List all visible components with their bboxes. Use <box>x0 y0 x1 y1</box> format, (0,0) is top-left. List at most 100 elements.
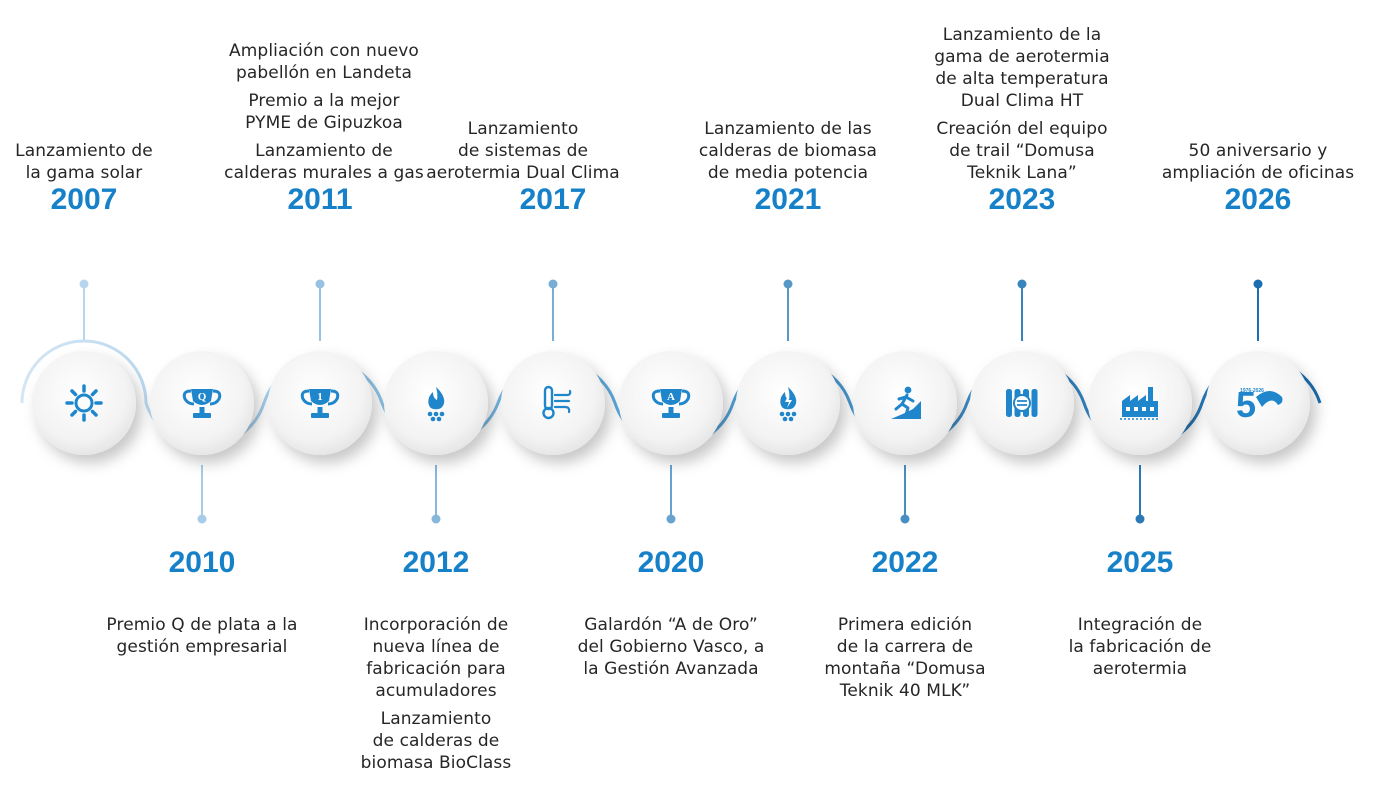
description-line: 50 aniversario y <box>1188 141 1328 161</box>
year-label: 2020 <box>637 546 705 579</box>
description-line: la Gestión Avanzada <box>583 659 759 679</box>
description-line: ampliación de oficinas <box>1161 163 1355 183</box>
description-line: aerotermia Dual Clima <box>426 163 620 183</box>
milestone-description: Galardón “A de Oro”del Gobierno Vasco, a… <box>566 614 776 680</box>
connector-dot <box>315 279 325 289</box>
description-line: Ampliación con nuevo <box>229 41 419 61</box>
year-label: 2011 <box>287 183 353 216</box>
svg-text:1: 1 <box>317 391 323 403</box>
connector-dot <box>900 514 910 524</box>
milestone-node: Q <box>150 351 254 455</box>
description-line: montaña “Domusa <box>824 659 986 679</box>
year-label: 2025 <box>1106 546 1174 579</box>
description-line: Premio a la mejor <box>248 91 400 111</box>
description-line: de media potencia <box>707 163 869 183</box>
milestone-node <box>384 351 488 455</box>
trophy-1-icon: 1 <box>300 389 340 418</box>
connector-dot <box>431 514 441 524</box>
description-line: Primera edición <box>837 615 973 635</box>
biomass-flame-icon <box>779 387 797 422</box>
year-label: 2026 <box>1224 183 1292 216</box>
factory-icon <box>1120 387 1160 420</box>
description-line: Lanzamiento <box>467 119 579 139</box>
description-line: Lanzamiento de la <box>942 25 1102 45</box>
milestone-node: A <box>619 351 723 455</box>
description-line: de trail “Domusa <box>949 141 1095 161</box>
year-label: 2007 <box>50 183 118 216</box>
description-line: Teknik 40 MLK” <box>839 681 971 701</box>
description-line: aerotermia <box>1092 659 1188 679</box>
year-label: 2012 <box>402 546 470 579</box>
description-line: PYME de Gipuzkoa <box>245 113 403 133</box>
description-line: calderas murales a gas <box>224 163 424 183</box>
svg-text:A: A <box>667 391 675 403</box>
anniversary-badge-text: 1976-2026 <box>1240 388 1264 394</box>
description-line: gestión empresarial <box>116 637 288 657</box>
year-label: 2021 <box>754 183 822 216</box>
description-line: de sistemas de <box>457 141 589 161</box>
svg-text:5: 5 <box>1236 384 1256 425</box>
year-label: 2022 <box>871 546 939 579</box>
milestone-node <box>1088 351 1192 455</box>
description-line: fabricación para <box>366 659 506 679</box>
description-line: Creación del equipo <box>936 119 1108 139</box>
description-line: Incorporación de <box>363 615 509 635</box>
description-line: Galardón “A de Oro” <box>584 615 758 635</box>
milestone-node <box>853 351 957 455</box>
connector-dot <box>548 279 558 289</box>
description-line: acumuladores <box>375 681 497 701</box>
year-label: 2023 <box>988 183 1056 216</box>
description-line: gama de aerotermia <box>934 47 1110 67</box>
year-label: 2010 <box>168 546 236 579</box>
description-line: Integración de <box>1077 615 1203 635</box>
trophy-q-icon: Q <box>182 389 222 418</box>
description-line: Dual Clima HT <box>960 91 1084 111</box>
milestone-node <box>32 351 136 455</box>
milestone-node <box>736 351 840 455</box>
connector-dot <box>666 514 676 524</box>
connector-dot <box>783 279 793 289</box>
description-line: Premio Q de plata a la <box>106 615 298 635</box>
description-line: pabellón en Landeta <box>235 63 413 83</box>
connector-dot <box>1253 279 1263 289</box>
year-label: 2017 <box>519 183 587 216</box>
connector-dot <box>1135 514 1145 524</box>
milestone-node <box>970 351 1074 455</box>
radiator-icon <box>1006 389 1038 417</box>
milestone-node <box>501 351 605 455</box>
connector-dot <box>197 514 207 524</box>
description-line: de alta temperatura <box>935 69 1109 89</box>
node-circle <box>32 351 136 455</box>
description-line: nueva línea de <box>372 637 500 657</box>
connector-dot <box>1017 279 1027 289</box>
svg-text:Q: Q <box>198 391 207 403</box>
description-line: del Gobierno Vasco, a <box>577 637 765 657</box>
description-line: calderas de biomasa <box>698 141 878 161</box>
milestone-node: 1 <box>268 351 372 455</box>
description-line: Lanzamiento de las <box>704 119 872 139</box>
description-line: la gama solar <box>25 163 143 183</box>
description-line: biomasa BioClass <box>360 753 512 773</box>
runner-icon <box>891 386 921 419</box>
description-line: Lanzamiento de <box>255 141 393 161</box>
description-line: la fabricación de <box>1068 637 1212 657</box>
connector-dot <box>79 279 89 289</box>
flame-icon <box>427 387 445 422</box>
trophy-a-icon: A <box>651 389 691 418</box>
sun-icon <box>65 384 103 422</box>
description-line: Lanzamiento de <box>15 141 153 161</box>
description-line: Teknik Lana” <box>967 163 1077 183</box>
